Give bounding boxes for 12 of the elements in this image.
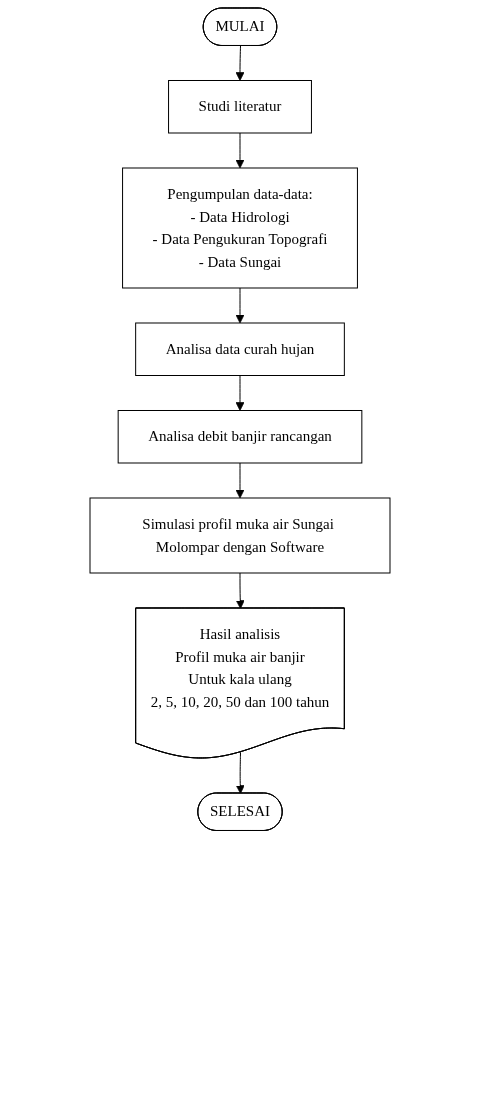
arrow [235, 132, 244, 169]
node-box: Analisa debit banjir rancangan [117, 410, 362, 464]
arrow [235, 572, 245, 609]
arrow [235, 751, 245, 794]
node-box: Analisa data curah hujan [134, 322, 345, 376]
arrow [235, 375, 244, 411]
arrow [235, 45, 244, 81]
node-box: Studi literatur [167, 80, 312, 134]
node-box: Simulasi profil muka air Sungai Molompar dengan Software [89, 497, 390, 574]
arrow [235, 462, 244, 499]
node-box: Pengumpulan data-data: - Data Hidrologi - Data Pengukuran Topografi - Data Sungai [121, 167, 358, 289]
arrow [235, 287, 244, 324]
